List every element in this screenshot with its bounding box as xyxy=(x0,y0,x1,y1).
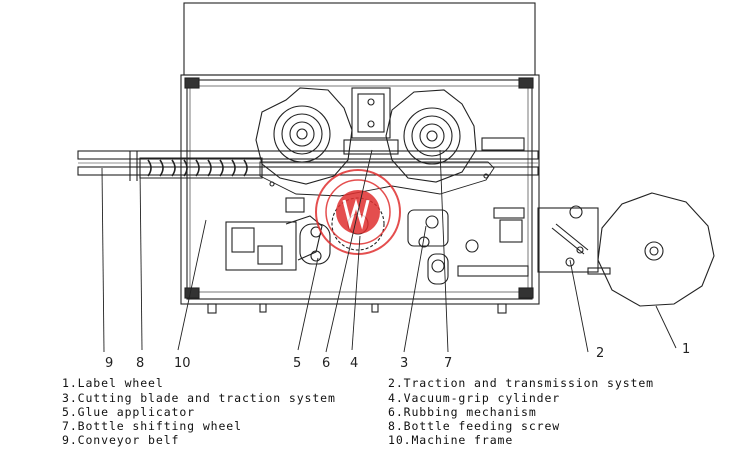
legend-item-4: 4.Vacuum-grip cylinder xyxy=(388,391,561,405)
legend-item-10: 10.Machine frame xyxy=(388,433,514,447)
legend-item-6: 6.Rubbing mechanism xyxy=(388,405,537,419)
legend-item-2: 2.Traction and transmission system xyxy=(388,376,655,390)
glue-applicator xyxy=(225,197,331,271)
traction-transmission-system xyxy=(537,205,599,273)
legend-item-1: 1.Label wheel xyxy=(62,376,164,390)
top-enclosure xyxy=(183,2,536,76)
callout-6: 6 xyxy=(322,356,330,371)
callout-10: 10 xyxy=(174,356,191,371)
legend-item-5: 5.Glue applicator xyxy=(62,405,196,419)
callout-5: 5 xyxy=(293,356,301,371)
callout-7: 7 xyxy=(444,356,452,371)
bottle-shifting-wheel-left xyxy=(255,87,353,185)
legend-item-7: 7.Bottle shifting wheel xyxy=(62,419,242,433)
callout-1: 1 xyxy=(682,342,690,357)
callout-2: 2 xyxy=(596,346,604,361)
label-wheel xyxy=(597,192,715,307)
legend-item-3: 3.Cutting blade and traction system xyxy=(62,391,336,405)
legend-item-9: 9.Conveyor belf xyxy=(62,433,180,447)
callout-3: 3 xyxy=(400,356,408,371)
bottle-shifting-wheel-right xyxy=(385,89,477,183)
callout-4: 4 xyxy=(350,356,358,371)
callout-9: 9 xyxy=(105,356,113,371)
cutting-blade-traction-system xyxy=(407,209,449,285)
conveyor-belt xyxy=(77,150,539,181)
legend-item-8: 8.Bottle feeding screw xyxy=(388,419,561,433)
callout-8: 8 xyxy=(136,356,144,371)
rubbing-mechanism xyxy=(343,87,399,155)
machine-frame xyxy=(180,74,540,305)
